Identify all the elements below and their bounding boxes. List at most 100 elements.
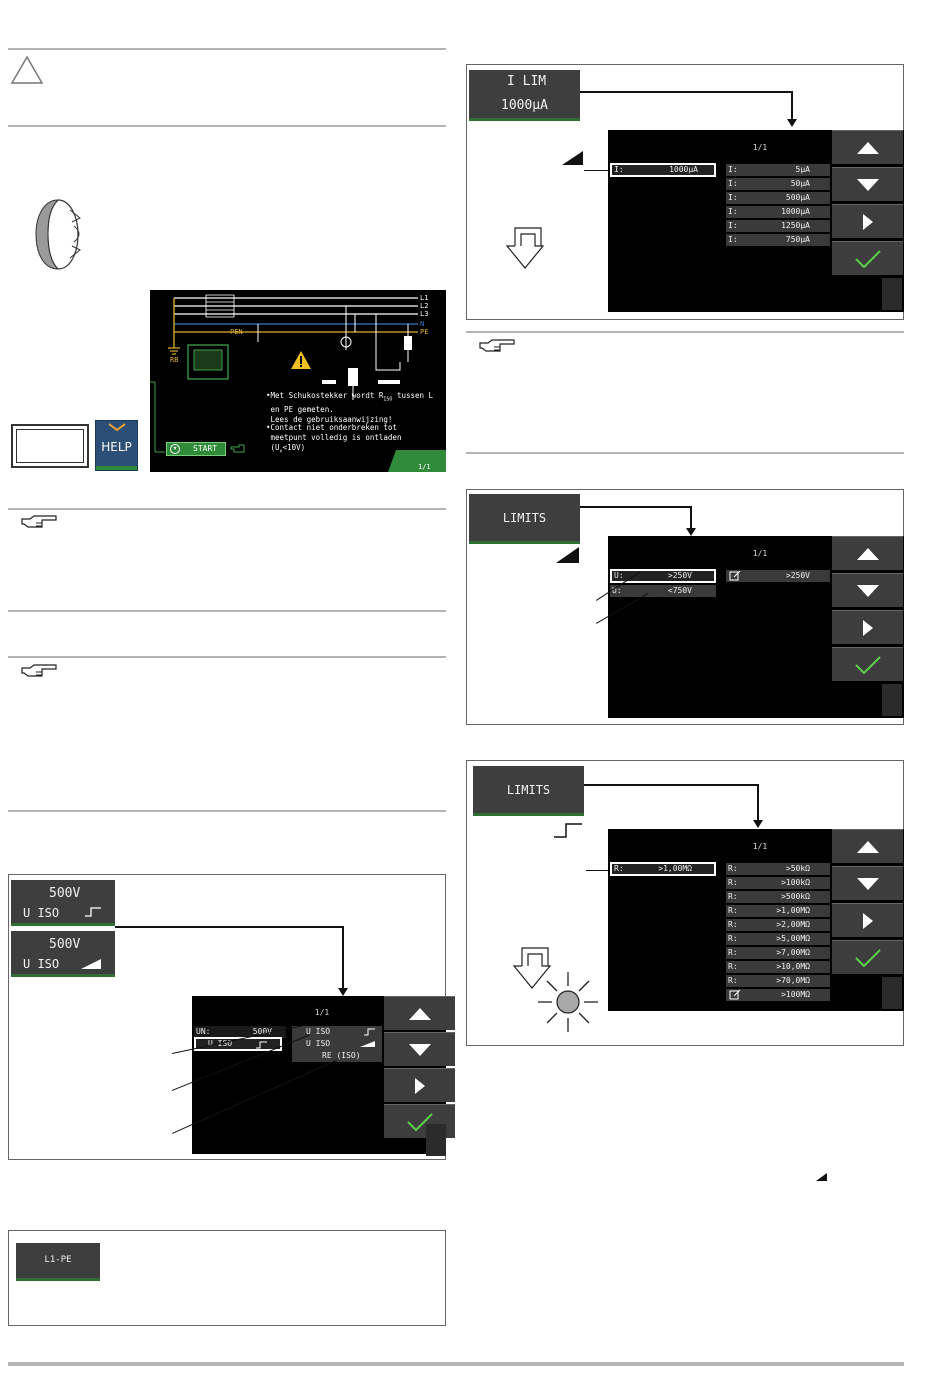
arrow-up-icon [856,840,879,853]
help-label: HELP [101,440,132,454]
step-pulse-icon [364,1028,375,1036]
nav-right-button[interactable] [832,903,903,937]
nav-up-button[interactable] [384,996,455,1030]
pointing-hand-icon [479,339,515,352]
pointing-hand-icon [21,515,57,528]
checkmark-icon [854,655,881,674]
limit-r-option[interactable]: R:>1,00MΩ [726,905,830,917]
confirm-button[interactable] [832,940,903,974]
l1pe-frame [8,1230,446,1326]
limits-r-softkey[interactable]: LIMITS [473,766,584,816]
blank-key[interactable] [11,424,89,468]
arrow-right-icon [414,1077,425,1094]
arrow-down-icon [408,1043,431,1056]
option-uiso-step[interactable]: U ISO [292,1026,382,1038]
confirm-button[interactable] [832,647,903,681]
uiso-label: U ISO [23,906,60,920]
limit-r-option[interactable]: R:>70,0MΩ [726,975,830,987]
nav-up-button[interactable] [832,829,903,863]
confirm-button[interactable] [832,241,903,275]
arrow-up-icon [856,141,879,154]
ramp-icon [562,151,583,165]
ilim-option[interactable]: I:500µA [726,192,830,204]
option-uiso-ramp[interactable]: U ISO [292,1038,382,1050]
ilim-title: I LIM [507,74,547,89]
note-2: •Contact niet onderbreken tot meetpunt v… [266,423,402,455]
pointing-hand-icon [21,664,57,677]
checkmark-icon [854,249,881,268]
footer-rule [8,1362,904,1366]
l1pe-softkey[interactable]: L1-PE [16,1243,100,1281]
help-key[interactable]: HELP [95,420,138,471]
ramp-icon [556,547,579,563]
checkmark-icon [854,948,881,967]
limit-u-row[interactable]: U:<750V [610,585,716,597]
uiso-softkey-ramp[interactable]: 500V U ISO [11,931,115,977]
uiso-value: 500V [49,937,81,952]
screen-page: 1/1 [314,1008,330,1017]
ilim-option[interactable]: I:50µA [726,178,830,190]
step-pulse-icon [554,823,582,838]
wire-label-pe: PE [420,328,429,336]
sun-lamp-icon [538,972,598,1032]
warning-icon [291,351,311,369]
nav-up-button[interactable] [832,536,903,570]
limit-r-option[interactable]: R:>2,00MΩ [726,919,830,931]
ilim-selected-row[interactable]: I:1000µA [610,163,716,177]
ramp-icon [816,1173,827,1181]
limits-u-screen: 1/1 U:>250V U:<750V >250V [608,536,904,718]
limit-u-option[interactable]: >250V [726,570,830,582]
limit-r-option[interactable]: R:>100kΩ [726,877,830,889]
ilim-softkey[interactable]: I LIM 1000µA [469,70,580,121]
nav-down-button[interactable] [384,1032,455,1066]
start-label: START [193,444,218,453]
limits-r-screen: 1/1 R:>1,00MΩ R:>50kΩ R:>100kΩ R:>500kΩ … [608,829,904,1011]
start-play-icon: ▾ [170,444,180,454]
ramp-icon [360,1041,375,1047]
wire-label-l1: L1 [420,294,429,302]
arrow-up-icon [408,1007,431,1020]
start-button[interactable]: ▾ START [166,442,226,456]
limit-r-option[interactable]: >100MΩ [726,989,830,1001]
edit-note-icon [729,571,741,581]
limit-r-option[interactable]: R:>10,0MΩ [726,961,830,973]
nav-down-button[interactable] [832,167,903,201]
checkmark-icon [406,1112,433,1131]
wiring-page: 1/1 [418,463,431,471]
arrow-down-icon [856,178,879,191]
ilim-option[interactable]: I:1000µA [726,206,830,218]
wire-label-l3: L3 [420,310,429,318]
option-re-iso[interactable]: RE (ISO) [292,1050,382,1062]
uiso-label: U ISO [23,957,60,971]
warning-triangle-icon [10,55,44,84]
nav-up-button[interactable] [832,130,903,164]
wiring-screen: L1 L2 L3 N PE PEN RB •Met Schukostekker … [150,290,446,472]
limit-r-row-selected[interactable]: R:>1,00MΩ [610,862,716,876]
ilim-screen: 1/1 I:1000µA I:5µA I:50µA I:500µA I:1000… [608,130,904,312]
nav-right-button[interactable] [832,204,903,238]
arrow-down-icon [856,877,879,890]
ilim-option[interactable]: I:5µA [726,164,830,176]
limit-r-option[interactable]: R:>50kΩ [726,863,830,875]
limit-r-option[interactable]: R:>7,00MΩ [726,947,830,959]
limit-r-option[interactable]: R:>500kΩ [726,891,830,903]
down-arrow-icon [505,227,545,269]
step-pulse-icon [256,1041,267,1049]
uiso-softkey-step[interactable]: 500V U ISO [11,880,115,926]
limits-label: LIMITS [502,511,547,525]
nav-right-button[interactable] [384,1068,455,1102]
ilim-option[interactable]: I:750µA [726,234,830,246]
uiso-value: 500V [49,886,81,901]
arrow-right-icon [862,912,873,929]
ilim-option[interactable]: I:1250µA [726,220,830,232]
nav-down-button[interactable] [832,866,903,900]
pen-label: PEN [230,328,243,336]
edit-note-icon [729,990,741,1000]
nav-down-button[interactable] [832,573,903,607]
nav-right-button[interactable] [832,610,903,644]
note-1: •Met Schukostekker wordt RISO tussen L e… [266,391,434,424]
limits-u-softkey[interactable]: LIMITS [469,494,580,544]
un-row[interactable]: UN:500V [194,1026,286,1038]
wire-label-n: N [420,320,425,328]
limit-r-option[interactable]: R:>5,00MΩ [726,933,830,945]
